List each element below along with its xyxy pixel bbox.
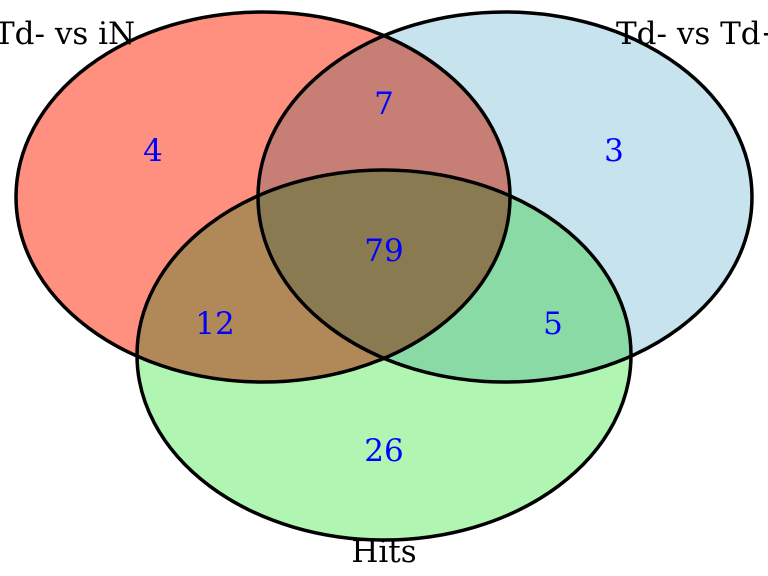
set-b-label: Td- vs Td+ <box>616 16 768 52</box>
region-count-b-only: 3 <box>604 133 624 169</box>
set-fills <box>16 12 752 540</box>
region-count-ac: 12 <box>195 306 234 342</box>
set-c-fill <box>137 170 631 540</box>
region-count-c-only: 26 <box>364 433 403 469</box>
region-count-bc: 5 <box>543 306 563 342</box>
region-count-abc: 79 <box>364 233 403 269</box>
set-a-label: Td- vs iN <box>0 16 135 52</box>
region-count-ab: 7 <box>374 86 394 122</box>
set-c-label: Hits <box>351 534 416 570</box>
region-counts: 4 3 7 79 12 5 26 <box>143 86 624 469</box>
region-count-a-only: 4 <box>143 133 163 169</box>
set-c-outline <box>135 168 633 542</box>
set-outlines <box>14 10 754 542</box>
set-labels: Td- vs iN Td- vs Td+ Hits <box>0 16 768 570</box>
